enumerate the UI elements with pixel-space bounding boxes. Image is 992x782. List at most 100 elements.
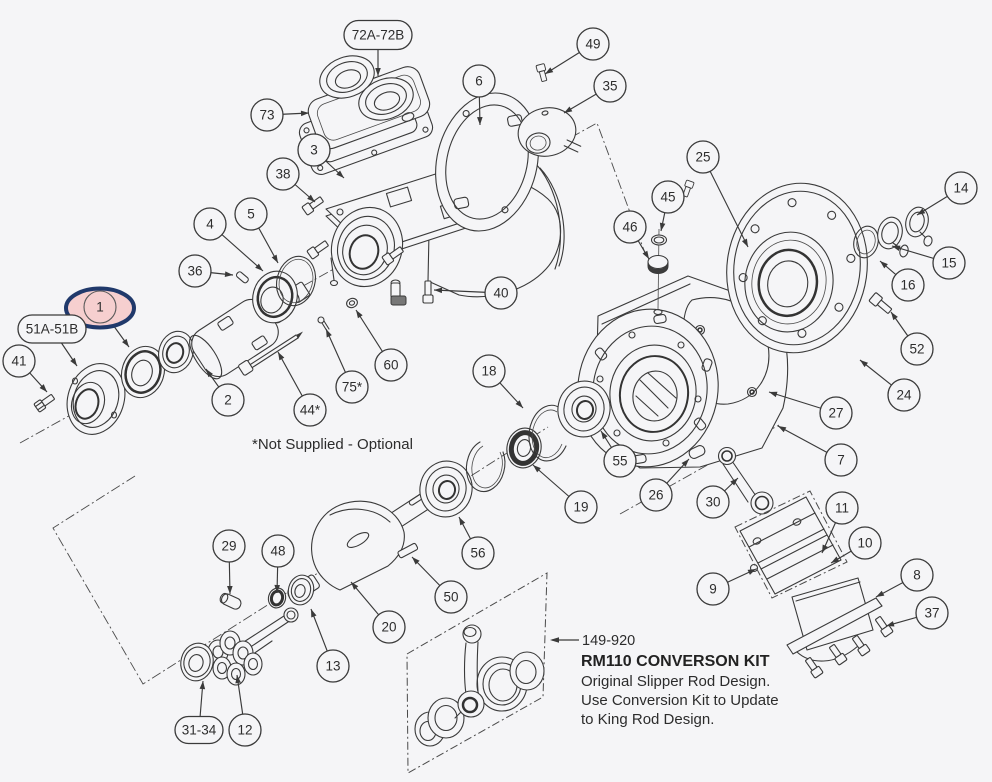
callout-19[interactable]: 19	[532, 464, 598, 524]
callout-11[interactable]: 11	[821, 491, 859, 554]
leader-arrowhead	[206, 369, 213, 378]
callout-3[interactable]: 3	[297, 133, 345, 179]
callout-56[interactable]: 56	[458, 516, 495, 570]
callout-38[interactable]: 38	[266, 157, 316, 203]
leader-arrowhead	[642, 250, 649, 259]
balloon-shape	[374, 348, 408, 382]
callout-29[interactable]: 29	[212, 529, 246, 595]
balloon-label: 10	[857, 536, 872, 551]
balloon-label: 7	[837, 453, 845, 468]
balloon-shape	[932, 246, 966, 280]
balloon-shape	[944, 171, 978, 205]
leader-arrowhead	[235, 675, 241, 684]
leader-arrowhead	[533, 465, 541, 473]
callout-15[interactable]: 15	[891, 245, 966, 280]
callout-60[interactable]: 60	[355, 309, 408, 382]
callout-9[interactable]: 9	[696, 568, 757, 606]
balloon-label: 27	[828, 406, 843, 421]
housing-screws	[301, 196, 434, 306]
callout-10[interactable]: 10	[830, 526, 882, 564]
callout-73[interactable]: 73	[250, 98, 310, 132]
callout-48[interactable]: 48	[261, 534, 295, 594]
balloon-shape	[17, 314, 87, 344]
callout-24[interactable]: 24	[859, 359, 921, 412]
callout-44*[interactable]: 44*	[277, 351, 327, 427]
kit-leader	[550, 637, 579, 643]
crankcase-assembly	[577, 179, 933, 469]
leader-arrowhead	[412, 557, 420, 565]
callout-12[interactable]: 12	[228, 674, 262, 747]
valve-cover-72ab	[307, 55, 431, 150]
balloon-label: 4	[206, 217, 214, 232]
shaft-seal-1	[120, 345, 166, 399]
callout-4[interactable]: 4	[193, 207, 264, 272]
balloon-label: 75*	[342, 380, 363, 395]
balloon-label: 36	[187, 264, 202, 279]
balloon-label: 11	[835, 501, 849, 516]
callout-46[interactable]: 46	[613, 210, 650, 260]
balloon-shape	[651, 180, 685, 214]
callout-18[interactable]: 18	[472, 354, 524, 409]
callout-2[interactable]: 2	[205, 368, 245, 417]
leader-arrowhead	[307, 194, 315, 202]
callout-6[interactable]: 6	[462, 64, 496, 126]
callout-41[interactable]: 41	[2, 344, 48, 393]
callout-1[interactable]: 1	[64, 286, 136, 348]
callout-52[interactable]: 52	[890, 311, 934, 366]
crankcase-face	[577, 308, 719, 468]
balloon-label: 9	[709, 582, 717, 597]
bolt-49	[535, 63, 548, 82]
callout-75*[interactable]: 75*	[325, 328, 369, 404]
callout-25[interactable]: 25	[686, 140, 749, 248]
callout-72A-72B[interactable]: 72A-72B	[343, 19, 413, 77]
callout-27[interactable]: 27	[768, 391, 853, 430]
balloon-label: 46	[622, 220, 637, 235]
leader-line	[702, 156, 749, 248]
callout-13[interactable]: 13	[310, 608, 350, 683]
callout-26[interactable]: 26	[639, 458, 690, 512]
leader-arrowhead	[822, 544, 828, 553]
callout-16[interactable]: 16	[879, 260, 925, 302]
balloon-shape	[824, 443, 858, 477]
balloon-label: 25	[695, 150, 710, 165]
balloon-label: 14	[953, 181, 969, 196]
leader-arrowhead	[70, 357, 77, 366]
callout-8[interactable]: 8	[875, 558, 934, 598]
balloon-shape	[228, 713, 262, 747]
callout-20[interactable]: 20	[350, 581, 406, 644]
leader-arrowhead	[434, 287, 443, 294]
callout-30[interactable]: 30	[696, 477, 739, 519]
leader-arrowhead	[356, 310, 363, 319]
callout-35[interactable]: 35	[563, 69, 627, 114]
callout-5[interactable]: 5	[234, 197, 279, 264]
callout-40[interactable]: 40	[433, 276, 518, 310]
balloon-shape	[83, 290, 117, 324]
callout-31-34[interactable]: 31-34	[174, 680, 224, 745]
callout-49[interactable]: 49	[544, 27, 610, 75]
callout-7[interactable]: 7	[777, 425, 858, 477]
leader-arrowhead	[741, 238, 748, 247]
leader-arrowhead	[769, 391, 778, 398]
front-flange-24-25	[726, 182, 868, 354]
leader-arrowhead	[300, 110, 309, 117]
balloon-shape	[639, 478, 673, 512]
slipper-rod-assembly	[180, 574, 315, 686]
balloon-label: 24	[896, 388, 912, 403]
callout-50[interactable]: 50	[411, 556, 468, 614]
callout-51A-51B[interactable]: 51A-51B	[17, 314, 87, 367]
conversion-kit-inset	[406, 572, 579, 774]
leader-arrowhead	[224, 271, 233, 277]
balloon-label: 31-34	[182, 723, 217, 738]
kit-line-3: to King Rod Design.	[581, 711, 714, 728]
balloon-label: 41	[11, 354, 26, 369]
callout-36[interactable]: 36	[178, 254, 234, 288]
leader-arrowhead	[659, 222, 666, 231]
balloon-shape	[686, 140, 720, 174]
callout-37[interactable]: 37	[885, 596, 949, 630]
balloon-label: 6	[475, 74, 483, 89]
callout-14[interactable]: 14	[916, 171, 978, 216]
callout-55[interactable]: 55	[600, 430, 637, 478]
balloon-shape	[316, 649, 350, 683]
callout-45[interactable]: 45	[651, 180, 685, 232]
